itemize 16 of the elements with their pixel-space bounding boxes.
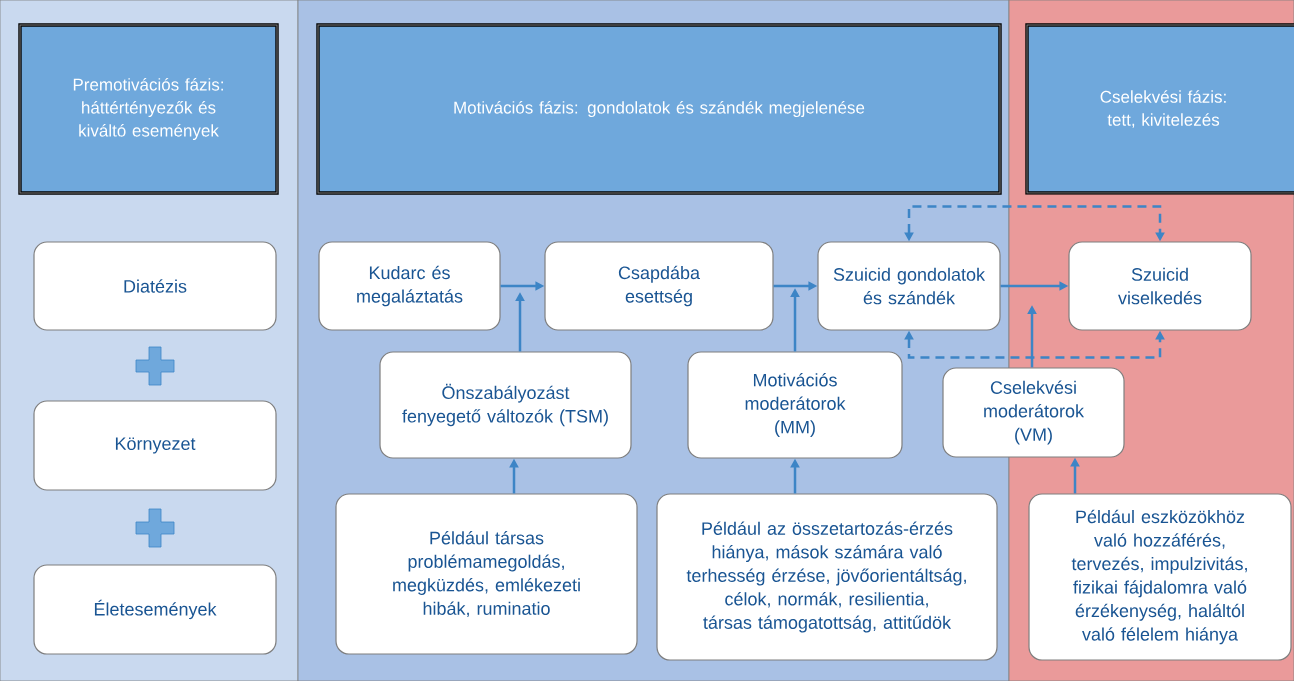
process-box: Környezet (33, 400, 277, 491)
moderator-box: Motivációs moderátorok (MM) (687, 351, 903, 459)
example-box: Például társas problémamegoldás, megküzdés, emlékezeti hibák, ruminatio (335, 493, 638, 655)
process-box: Szuicid gondolatok és szándék (817, 241, 1001, 331)
phase-header: Cselekvési fázis: tett, kivitelezés (1025, 23, 1294, 195)
moderator-box: Cselekvési moderátorok (VM) (942, 367, 1125, 458)
phase-header: Premotivációs fázis: háttértényezők és kiváltó események (18, 23, 279, 195)
example-box: Például eszközökhöz való hozzáférés, tervezés, impulzivitás, fizikai fájdalomra való érzékenység, haláltól való félelem hiánya (1028, 493, 1292, 661)
example-box: Például az összetartozás-érzés hiánya, mások számára való terhesség érzése, jövőorientáltság, célok, normák, resilientia, társas támogatottság, attitűdök (656, 493, 998, 661)
process-box: Szuicid viselkedés (1068, 241, 1252, 331)
process-box: Életesemények (33, 564, 277, 655)
process-box: Diatézis (33, 241, 277, 331)
moderator-box: Önszabályozást fenyegető változók (TSM) (379, 351, 632, 459)
phase-header: Motivációs fázis: gondolatok és szándék megjelenése (316, 23, 1002, 195)
process-box: Csapdába esettség (544, 241, 774, 331)
process-box: Kudarc és megaláztatás (318, 241, 501, 331)
